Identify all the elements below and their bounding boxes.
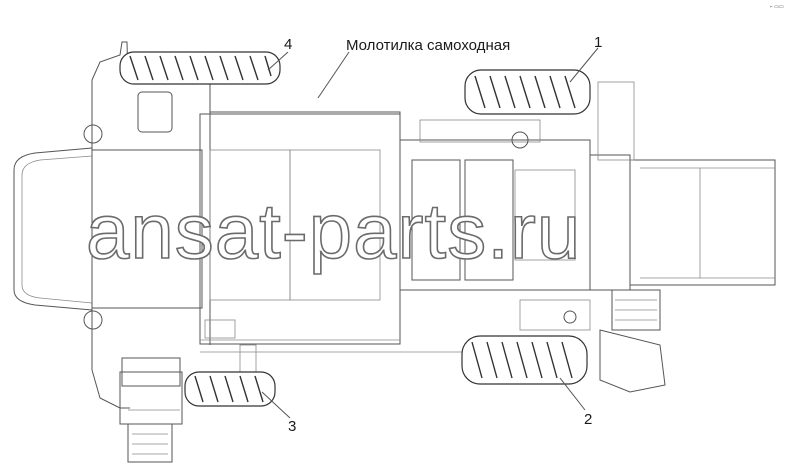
tire-top-left: [119, 51, 281, 85]
leader-lines: [261, 47, 599, 419]
watermark: ansat-parts.ru: [85, 187, 582, 275]
corner-mark: ⌐ ▭▭: [770, 4, 784, 10]
rear-conveyor: [589, 81, 776, 393]
callout-4: 4: [284, 36, 293, 53]
tire-top-right: [464, 69, 591, 115]
callout-2: 2: [584, 411, 593, 428]
callout-1: 1: [594, 34, 603, 51]
callout-3: 3: [288, 418, 297, 435]
access-ladder: [119, 357, 183, 463]
tire-bottom-right: [461, 335, 588, 385]
tire-bottom-left: [184, 371, 276, 407]
diagram-title: Молотилка самоходная: [346, 37, 511, 54]
